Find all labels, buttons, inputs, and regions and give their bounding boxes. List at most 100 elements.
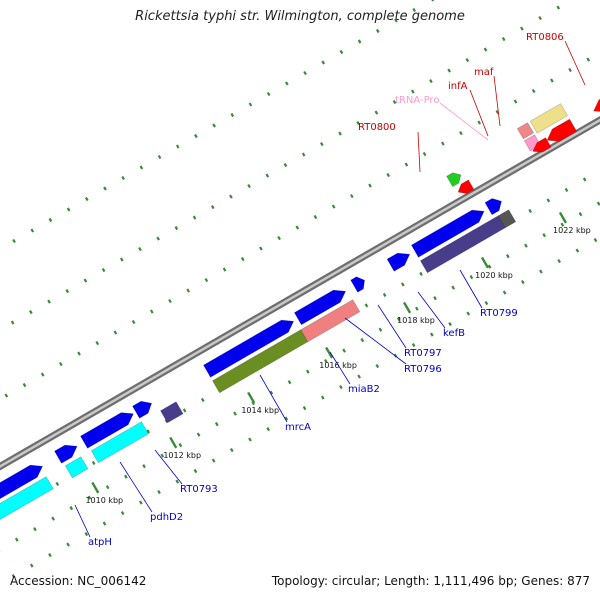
minor-tick	[48, 217, 53, 223]
minor-tick	[501, 37, 506, 42]
forward-cds-arrow	[293, 289, 347, 326]
forward-cds-arrow	[410, 209, 485, 258]
minor-tick	[193, 469, 198, 474]
minor-tick	[448, 322, 452, 327]
minor-tick	[557, 259, 561, 264]
minor-tick	[582, 177, 587, 182]
minor-tick	[33, 527, 37, 532]
gene-label-pdhD2: pdhD2	[150, 512, 183, 523]
minor-tick	[139, 165, 144, 170]
minor-tick	[524, 243, 528, 248]
major-tick	[169, 436, 178, 449]
minor-tick	[101, 268, 106, 273]
minor-tick	[77, 351, 81, 356]
leader-line	[469, 89, 489, 137]
minor-tick	[357, 374, 361, 379]
tick-label-1012-kbp: 1012 kbp	[163, 451, 201, 460]
minor-tick	[419, 271, 423, 276]
minor-tick	[265, 173, 270, 178]
minor-tick	[431, 0, 435, 2]
leader-line	[439, 102, 489, 141]
minor-tick	[303, 70, 307, 76]
minor-tick	[593, 238, 598, 243]
tick-label-1018-kbp: 1018 kbp	[397, 316, 435, 325]
leader-line	[459, 269, 483, 309]
minor-tick	[200, 397, 205, 402]
minor-tick	[156, 236, 160, 241]
minor-tick	[142, 464, 146, 469]
minor-tick	[459, 130, 463, 136]
gene-label-RT0793: RT0793	[180, 484, 218, 495]
minor-tick	[596, 201, 600, 206]
minor-tick	[287, 380, 292, 385]
minor-tick	[138, 247, 142, 252]
leader-line	[259, 374, 288, 423]
tick-label-1014-kbp: 1014 kbp	[241, 406, 279, 415]
forward-cds-arrow	[132, 400, 152, 419]
minor-tick	[266, 91, 271, 97]
minor-tick	[47, 299, 51, 304]
minor-tick	[412, 7, 416, 13]
leader-line	[119, 461, 153, 513]
minor-tick	[538, 16, 542, 21]
major-tick	[480, 256, 490, 269]
minor-tick	[586, 57, 591, 62]
minor-tick	[411, 343, 416, 348]
minor-tick	[157, 154, 162, 160]
minor-tick	[240, 256, 245, 262]
minor-tick	[440, 141, 445, 146]
tick-label-1020-kbp: 1020 kbp	[475, 271, 513, 280]
minor-tick	[469, 275, 474, 280]
minor-tick	[124, 474, 128, 479]
cog-bar	[0, 476, 54, 520]
infa-cog-block	[516, 122, 535, 140]
minor-tick	[84, 196, 89, 202]
minor-tick	[513, 99, 518, 104]
minor-tick	[338, 131, 342, 136]
minor-tick	[247, 184, 251, 189]
minor-tick	[546, 198, 551, 203]
minor-tick	[283, 163, 288, 168]
minor-tick	[484, 301, 489, 306]
minor-tick	[451, 285, 456, 290]
minor-tick	[465, 58, 470, 63]
minor-tick	[429, 79, 433, 84]
forward-cds-arrow	[54, 444, 78, 464]
minor-tick	[95, 340, 100, 346]
minor-tick	[91, 460, 96, 465]
minor-tick	[564, 187, 569, 192]
minor-tick	[230, 112, 235, 118]
minor-tick	[350, 193, 354, 199]
minor-tick	[430, 332, 434, 337]
backbone-highlight	[0, 118, 600, 468]
minor-tick	[285, 81, 289, 86]
minor-tick	[542, 233, 546, 238]
minor-tick	[560, 222, 565, 227]
minor-tick	[301, 152, 306, 157]
gene-label-miaB2: miaB2	[348, 384, 380, 395]
minor-tick	[401, 282, 405, 287]
minor-tick	[22, 382, 27, 388]
gene-label-kefB: kefB	[443, 328, 465, 339]
minor-tick	[121, 175, 125, 181]
minor-tick	[14, 537, 19, 542]
gene-label-tRNA-Pro: tRNA-Pro	[395, 95, 439, 106]
minor-tick	[404, 162, 409, 167]
minor-tick	[66, 207, 71, 212]
minor-tick	[374, 110, 379, 115]
gene-label-mrcA: mrcA	[285, 422, 311, 433]
minor-tick	[160, 453, 165, 458]
minor-tick	[40, 372, 45, 377]
major-tick	[91, 481, 100, 494]
minor-tick	[539, 269, 543, 274]
minor-tick	[531, 88, 536, 94]
minor-tick	[12, 238, 16, 244]
minor-tick	[284, 416, 289, 421]
minor-tick	[495, 109, 500, 115]
minor-tick	[139, 500, 143, 505]
minor-tick	[174, 226, 179, 231]
minor-tick	[204, 277, 209, 283]
major-tick	[403, 301, 412, 314]
minor-tick	[321, 60, 326, 65]
minor-tick	[55, 481, 60, 486]
